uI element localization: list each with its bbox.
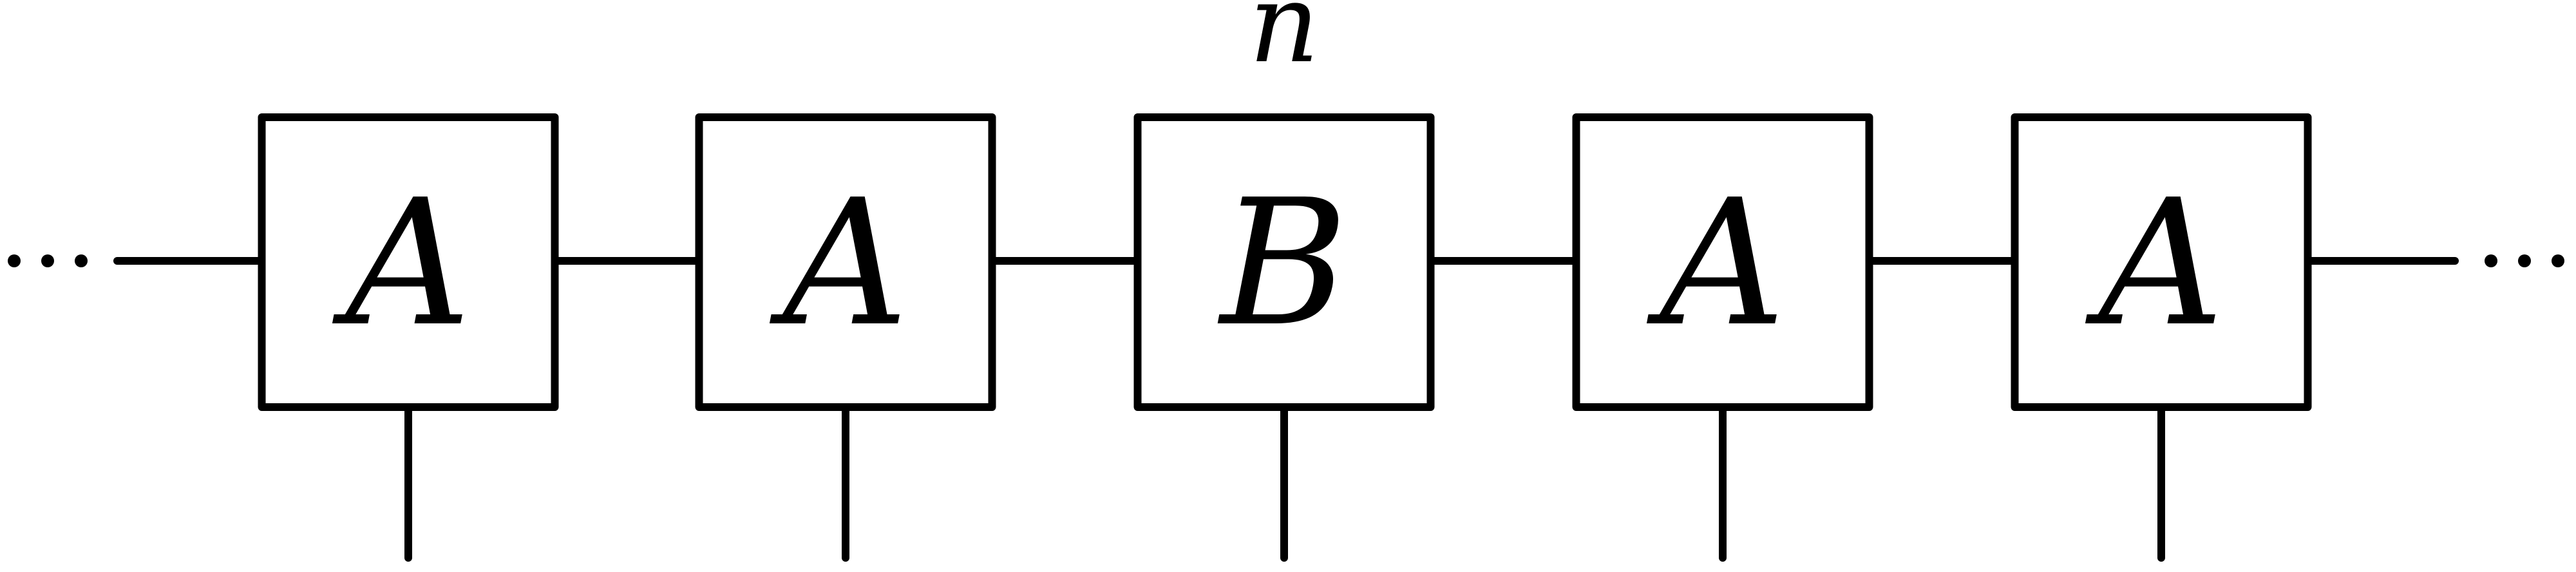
tensor-label-3: B — [1218, 162, 1349, 365]
tensor-label-4: A — [1646, 162, 1785, 365]
tensor-box-5 — [2011, 113, 2312, 411]
tensor-label-2: A — [769, 162, 908, 365]
tensor-1: A — [258, 113, 559, 411]
tensor-label-1: A — [332, 162, 471, 365]
right-ellipsis — [2485, 254, 2564, 267]
tensor-label-5: A — [2085, 162, 2224, 365]
left-ellipsis — [8, 254, 88, 267]
tensor-box-2 — [695, 113, 996, 411]
tensor-4: A — [1572, 113, 1873, 411]
physical-legs — [404, 403, 2165, 562]
tensor-box-4 — [1572, 113, 1873, 411]
tensor-box-3 — [1133, 113, 1435, 411]
tensor-3: B — [1133, 113, 1435, 411]
site-index-label: n — [1249, 0, 1320, 88]
tensor-5: A — [2011, 113, 2312, 411]
tensor-box-1 — [258, 113, 559, 411]
tensor-2: A — [695, 113, 996, 411]
